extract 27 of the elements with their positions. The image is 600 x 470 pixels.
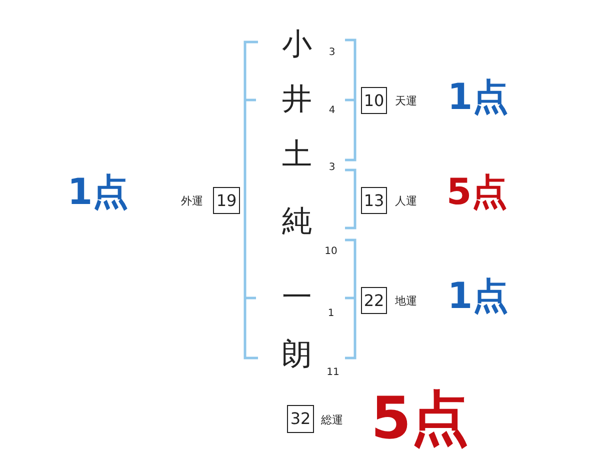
name-character: 小: [282, 30, 312, 60]
stroke-count: 10: [324, 247, 338, 257]
stroke-count: 1: [328, 309, 334, 319]
number-box: 19: [213, 187, 240, 214]
fortune-name: 総運: [321, 414, 343, 426]
score-label: 5点: [370, 389, 470, 447]
fortune-name: 人運: [395, 196, 417, 206]
score-label: 1点: [447, 279, 509, 315]
fortune-name: 天運: [395, 96, 417, 106]
score-label: 1点: [447, 80, 509, 116]
stroke-count: 11: [326, 368, 340, 378]
number-box: 13: [361, 187, 387, 214]
stroke-count: 3: [328, 163, 336, 173]
name-character: 井: [282, 85, 312, 115]
number-box: 10: [361, 87, 387, 114]
stroke-count: 3: [328, 48, 336, 58]
fortune-name: 外運: [181, 196, 203, 206]
score-label: 1点: [67, 175, 129, 211]
stroke-count: 4: [328, 106, 336, 116]
score-label: 5点: [446, 175, 508, 211]
fortune-name: 地運: [395, 296, 417, 306]
name-character: 純: [282, 207, 312, 237]
name-character: 朗: [282, 340, 312, 370]
number-box: 32: [287, 405, 314, 433]
name-character: 土: [282, 140, 312, 170]
name-character: 一: [282, 283, 312, 313]
number-box: 22: [361, 287, 387, 314]
